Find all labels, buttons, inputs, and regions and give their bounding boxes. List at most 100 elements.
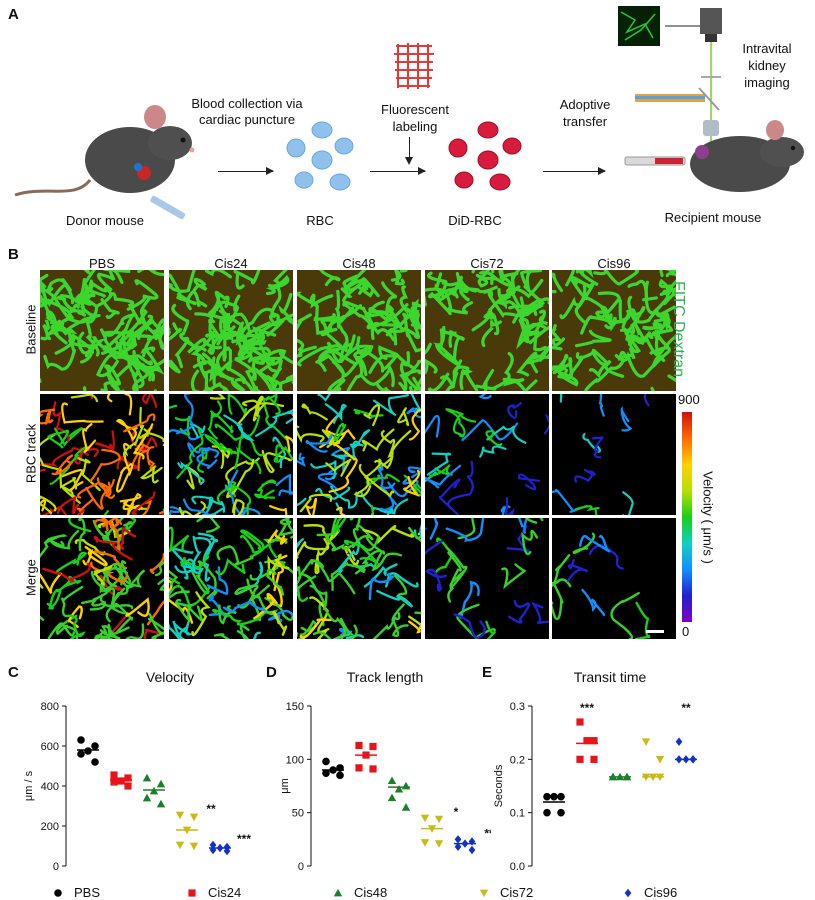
data-point-cis96: [468, 837, 476, 846]
rbc-cells-illustration: [286, 121, 354, 191]
y-tick-label: 0: [53, 861, 59, 873]
tile-baseline-cis24: [169, 270, 293, 391]
arrow-2: [370, 167, 426, 175]
tile-merge-cis96: [552, 518, 676, 639]
y-tick-label: 0: [298, 861, 304, 873]
data-point-cis72: [420, 814, 430, 823]
colorbar-label: Velocity ( μm/s ): [700, 471, 716, 564]
intravital-imaging-label: Intravital kidney imaging: [742, 41, 792, 90]
y-tick-label: 150: [286, 701, 304, 713]
data-point-cis96: [454, 835, 462, 844]
tile-merge-cis24: [169, 518, 293, 639]
recipient-imaging-illustration: [618, 6, 804, 192]
data-point-pbs: [77, 736, 85, 744]
y-axis-label: μm: [279, 778, 291, 794]
tile-rbc-track-pbs: [40, 394, 164, 515]
data-point-cis24: [355, 741, 363, 750]
y-tick-label: 200: [41, 821, 59, 833]
panel-d-letter: D: [266, 664, 277, 681]
data-point-cis48: [142, 773, 152, 782]
data-point-cis96: [223, 846, 231, 856]
legend-label: PBS: [74, 885, 101, 900]
data-point-cis72: [189, 813, 199, 822]
data-point-cis24: [590, 737, 598, 745]
data-point-cis24: [110, 778, 118, 786]
data-point-pbs: [543, 792, 551, 801]
data-point-cis24: [576, 718, 584, 726]
legend-marker-icon: [333, 888, 343, 896]
data-point-cis48: [156, 799, 166, 808]
data-point-cis24: [590, 755, 598, 763]
significance-cis96: ***: [237, 832, 251, 846]
data-point-cis48: [401, 803, 411, 811]
tile-baseline-pbs: [40, 270, 164, 391]
y-axis-label: Seconds: [493, 764, 505, 807]
legend-label: Cis48: [354, 885, 388, 900]
legend-marker-icon: [479, 889, 489, 897]
data-point-cis72: [189, 842, 199, 851]
data-point-cis96: [209, 840, 217, 850]
data-point-pbs: [322, 769, 330, 777]
data-point-cis48: [401, 781, 411, 790]
rbc-label: RBC: [306, 213, 334, 228]
legend-item-cis48: Cis48: [332, 885, 387, 900]
tile-baseline-cis48: [297, 270, 421, 391]
legend-item-cis24: Cis24: [186, 885, 241, 900]
tile-merge-cis72: [425, 518, 549, 639]
data-point-cis24: [583, 737, 591, 745]
recipient-mouse-label: Recipient mouse: [664, 210, 762, 225]
tile-merge-pbs: [40, 518, 164, 639]
data-point-cis72: [175, 811, 185, 820]
col-header-cis72: Cis72: [470, 256, 504, 271]
data-point-cis24: [369, 765, 377, 773]
data-point-cis96: [675, 737, 683, 746]
y-tick-label: 600: [41, 741, 59, 753]
colorbar-max-label: 900: [678, 392, 700, 407]
data-point-cis72: [420, 839, 430, 847]
significance-cis96: **: [681, 701, 691, 715]
data-point-cis48: [394, 785, 404, 793]
data-point-cis48: [387, 776, 397, 785]
arrow-1: [218, 167, 274, 175]
legend-label: Cis96: [644, 885, 678, 900]
y-tick-label: 100: [286, 754, 304, 766]
data-point-cis96: [209, 845, 217, 855]
data-point-pbs: [543, 808, 551, 817]
legend-item-cis96: Cis96: [622, 885, 677, 900]
legend-marker-icon: [54, 888, 62, 897]
significance-cis72: **: [206, 802, 216, 816]
chart-d-title: Track length: [346, 669, 424, 685]
legend-label: Cis24: [208, 885, 242, 900]
data-point-cis48: [156, 779, 166, 788]
panel-c-letter: C: [8, 664, 19, 681]
col-header-cis24: Cis24: [214, 256, 248, 271]
data-point-cis24: [355, 764, 363, 772]
data-point-cis72: [434, 840, 444, 848]
data-point-cis96: [468, 845, 476, 855]
data-point-pbs: [550, 792, 558, 801]
data-point-pbs: [91, 742, 99, 750]
data-point-pbs: [84, 747, 92, 755]
donor-mouse-label: Donor mouse: [65, 213, 145, 228]
y-tick-label: 0.3: [510, 701, 525, 713]
legend-item-cis72: Cis72: [478, 885, 533, 900]
data-point-cis24: [369, 742, 377, 751]
data-point-cis72: [434, 815, 444, 824]
col-header-cis96: Cis96: [597, 256, 631, 271]
data-point-cis48: [387, 793, 397, 802]
legend-marker-icon: [624, 888, 632, 897]
y-tick-label: 50: [292, 808, 304, 820]
legend-marker-icon: [188, 888, 196, 897]
did-rbc-cells-illustration: [448, 121, 522, 191]
chart-c-title: Velocity: [145, 669, 195, 685]
data-point-cis72: [175, 841, 185, 850]
panel-e-letter: E: [482, 664, 493, 681]
significance-cis96: **: [484, 826, 491, 840]
y-tick-label: 0.2: [510, 754, 525, 766]
tile-rbc-track-cis96: [552, 394, 676, 515]
data-point-cis24: [117, 777, 125, 785]
data-point-pbs: [557, 792, 565, 801]
panel-b-letter: B: [8, 246, 19, 263]
